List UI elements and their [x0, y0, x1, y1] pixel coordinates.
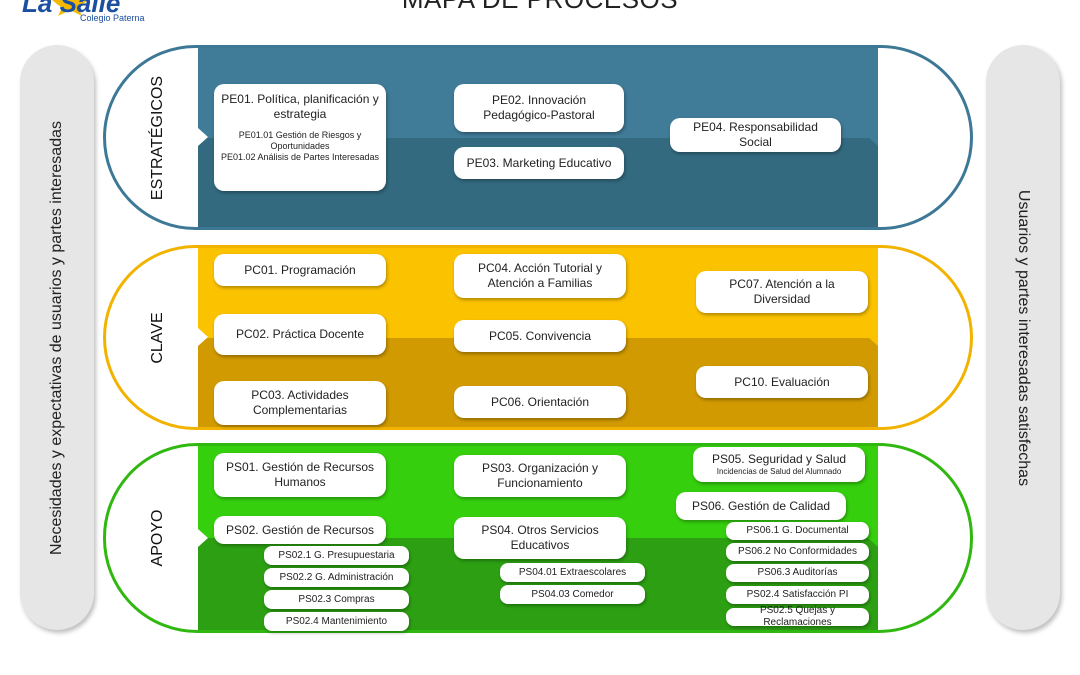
- process-pe03[interactable]: PE03. Marketing Educativo: [454, 147, 624, 179]
- process-pc05[interactable]: PC05. Convivencia: [454, 320, 626, 352]
- process-ps01[interactable]: PS01. Gestión de Recursos Humanos: [214, 453, 386, 497]
- process-pc05-label: PC05. Convivencia: [488, 328, 592, 343]
- process-ps02-3[interactable]: PS02.3 Compras: [264, 590, 409, 609]
- process-ps05[interactable]: PS05. Seguridad y Salud Incidencias de S…: [693, 447, 865, 482]
- process-pe04-label: PE04. Responsabilidad Social: [693, 120, 818, 149]
- process-pc01-label: PC01. Programación: [244, 262, 356, 277]
- process-pe01[interactable]: PE01. Política, planificación y estrateg…: [214, 84, 386, 191]
- process-ps06-1[interactable]: PS06.1 G. Documental: [726, 522, 869, 540]
- process-ps06-5[interactable]: PS02.5 Quejas y Reclamaciones: [726, 605, 869, 628]
- input-side-bar: Necesidades y expectativas de usuarios y…: [20, 45, 94, 630]
- process-ps06-2-label: PS06.2 No Conformidades: [738, 546, 857, 557]
- process-pe01-label: PE01. Política, planificación y estrateg…: [221, 92, 379, 121]
- process-ps04-01-label: PS04.01 Extraescolares: [518, 566, 627, 578]
- process-ps06-1-label: PS06.1 G. Documental: [746, 525, 849, 536]
- process-pc02-label: PC02. Práctica Docente: [235, 327, 365, 341]
- process-ps06-4-label: PS02.4 Satisfacción PI: [746, 589, 849, 600]
- process-ps02-4-label: PS02.4 Mantenimiento: [285, 615, 388, 627]
- process-pe03-label: PE03. Marketing Educativo: [466, 155, 612, 170]
- process-ps04-01[interactable]: PS04.01 Extraescolares: [500, 563, 645, 582]
- page-title: MAPA DE PROCESOS: [0, 0, 1080, 15]
- process-pc07-label: PC07. Atención a la Diversidad: [729, 277, 835, 306]
- output-side-bar: Usuarios y partes interesadas satisfecha…: [986, 45, 1060, 630]
- process-ps06-3[interactable]: PS06.3 Auditorías: [726, 564, 869, 582]
- process-ps02-3-label: PS02.3 Compras: [298, 593, 375, 605]
- process-ps02[interactable]: PS02. Gestión de Recursos: [214, 516, 386, 544]
- process-ps04[interactable]: PS04. Otros Servicios Educativos: [454, 517, 626, 559]
- process-ps03-label: PS03. Organización y Funcionamiento: [481, 461, 599, 490]
- process-ps05-label: PS05. Seguridad y Salud: [711, 451, 847, 466]
- process-pc04[interactable]: PC04. Acción Tutorial y Atención a Famil…: [454, 254, 626, 298]
- process-ps05-sub: Incidencias de Salud del Alumnado: [716, 466, 842, 476]
- process-ps02-2-label: PS02.2 G. Administración: [279, 571, 394, 583]
- process-pc04-label: PC04. Acción Tutorial y Atención a Famil…: [477, 261, 603, 290]
- process-ps02-4[interactable]: PS02.4 Mantenimiento: [264, 612, 409, 631]
- logo-text: La Salle: [22, 0, 121, 18]
- process-ps06-4[interactable]: PS02.4 Satisfacción PI: [726, 586, 869, 604]
- process-ps02-1[interactable]: PS02.1 G. Presupuestaria: [264, 546, 409, 565]
- process-pc10[interactable]: PC10. Evaluación: [696, 366, 868, 398]
- process-ps02-label: PS02. Gestión de Recursos: [225, 522, 375, 537]
- estrategicos-label: ESTRATÉGICOS: [149, 75, 166, 200]
- output-side-text: Usuarios y partes interesadas satisfecha…: [1015, 189, 1032, 486]
- process-pe02-label: PE02. Innovación Pedagógico-Pastoral: [483, 93, 595, 122]
- process-pc07[interactable]: PC07. Atención a la Diversidad: [696, 271, 868, 313]
- process-ps06-3-label: PS06.3 Auditorías: [757, 567, 838, 578]
- process-pc06-label: PC06. Orientación: [490, 394, 590, 409]
- star-icon: [52, 0, 88, 16]
- process-pc10-label: PC10. Evaluación: [734, 374, 830, 389]
- process-pe02[interactable]: PE02. Innovación Pedagógico-Pastoral: [454, 84, 624, 132]
- process-pc06[interactable]: PC06. Orientación: [454, 386, 626, 418]
- input-side-text: Necesidades y expectativas de usuarios y…: [48, 120, 65, 555]
- process-pc03[interactable]: PC03. Actividades Complementarias: [214, 381, 386, 425]
- process-pe01-01: PE01.01 Gestión de Riesgos y Oportunidad…: [238, 130, 362, 151]
- clave-label: CLAVE: [149, 311, 166, 364]
- process-ps02-2[interactable]: PS02.2 G. Administración: [264, 568, 409, 587]
- process-ps06[interactable]: PS06. Gestión de Calidad: [676, 492, 846, 520]
- apoyo-label: APOYO: [149, 509, 166, 567]
- process-ps06-label: PS06. Gestión de Calidad: [691, 498, 831, 513]
- process-pe01-02: PE01.02 Análisis de Partes Interesadas: [220, 152, 380, 162]
- process-ps03[interactable]: PS03. Organización y Funcionamiento: [454, 455, 626, 497]
- process-ps06-2[interactable]: PS06.2 No Conformidades: [726, 543, 869, 561]
- process-ps01-label: PS01. Gestión de Recursos Humanos: [225, 460, 375, 489]
- process-pc03-label: PC03. Actividades Complementarias: [251, 388, 349, 417]
- logo-subtitle: Colegio Paterna: [80, 13, 145, 23]
- process-pe04[interactable]: PE04. Responsabilidad Social: [670, 118, 841, 152]
- process-ps04-label: PS04. Otros Servicios Educativos: [481, 523, 599, 552]
- process-ps04-03[interactable]: PS04.03 Comedor: [500, 585, 645, 604]
- process-ps04-03-label: PS04.03 Comedor: [531, 588, 614, 600]
- process-ps02-1-label: PS02.1 G. Presupuestaria: [278, 549, 395, 561]
- process-pc01[interactable]: PC01. Programación: [214, 254, 386, 286]
- process-pc02[interactable]: PC02. Práctica Docente: [214, 314, 386, 355]
- la-salle-logo: [22, 0, 162, 24]
- process-ps06-5-label: PS02.5 Quejas y Reclamaciones: [759, 605, 836, 628]
